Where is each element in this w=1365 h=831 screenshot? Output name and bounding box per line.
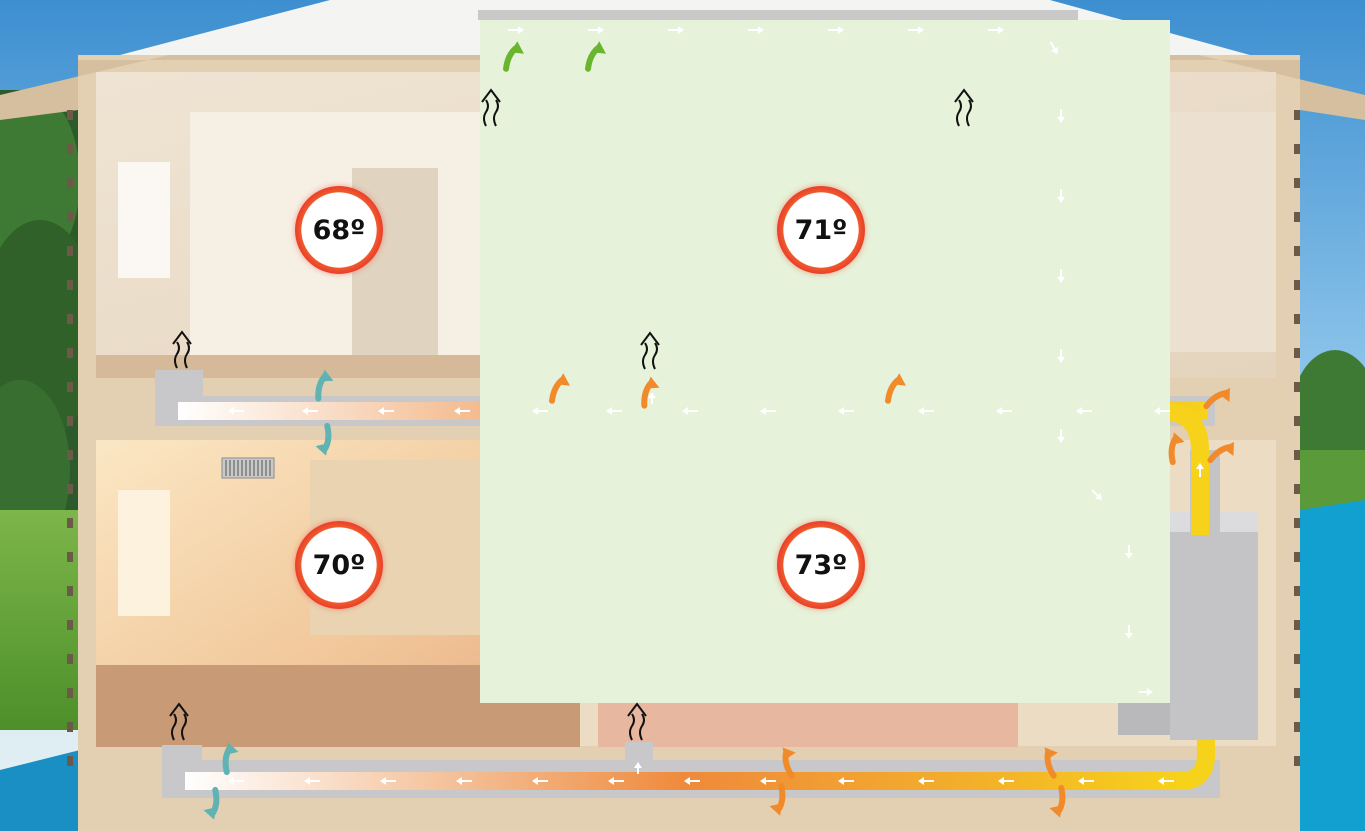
upper-floor-surface [96, 355, 480, 380]
thermostat-upstairs-left: 68º [295, 186, 383, 274]
upper-right-wall [1170, 112, 1276, 352]
overlay-notch [1045, 398, 1078, 428]
thermostat-downstairs-left: 70º [295, 521, 383, 609]
temperature-value: 73º [795, 550, 848, 581]
lower-mid-floor [598, 700, 1018, 747]
lawn [0, 510, 90, 730]
upper-window [118, 162, 170, 278]
attic-duct [478, 10, 1078, 20]
temperature-value: 68º [313, 215, 366, 246]
thermostat-upstairs-right: 71º [777, 186, 865, 274]
wall-vent [222, 458, 274, 478]
thermostat-downstairs-right: 73º [777, 521, 865, 609]
temperature-value: 70º [313, 550, 366, 581]
lower-window [118, 490, 170, 616]
temperature-value: 71º [795, 215, 848, 246]
